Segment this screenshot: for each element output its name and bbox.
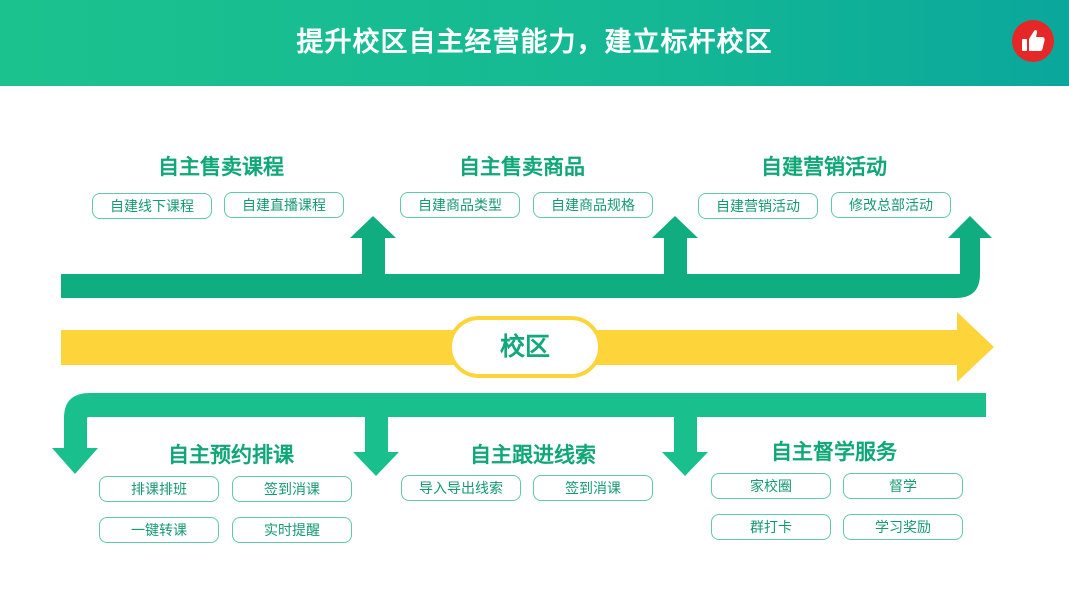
center-campus-label: 校区 <box>448 316 602 378</box>
top-flow-band <box>61 216 992 298</box>
bottom-flow-band <box>52 393 986 474</box>
tag-home-school-circle: 家校圈 <box>711 473 831 499</box>
section-title-sell-goods: 自主售卖商品 <box>459 155 585 179</box>
down-arrow-1 <box>353 417 399 476</box>
tag-study-reward: 学习奖励 <box>843 514 963 540</box>
section-title-sell-courses: 自主售卖课程 <box>158 155 284 179</box>
tag-checkin-2: 签到消课 <box>533 475 653 501</box>
tag-checkin: 签到消课 <box>232 476 352 502</box>
section-title-marketing: 自建营销活动 <box>761 155 887 179</box>
tag-scheduling: 排课排班 <box>99 476 219 502</box>
tag-supervision: 督学 <box>843 473 963 499</box>
tag-goods-type: 自建商品类型 <box>400 192 520 218</box>
tag-modify-hq-activity: 修改总部活动 <box>831 192 951 218</box>
up-arrow-2 <box>652 216 698 274</box>
tag-transfer-course: 一键转课 <box>99 517 219 543</box>
tag-build-marketing: 自建营销活动 <box>698 193 818 219</box>
section-title-scheduling: 自主预约排课 <box>168 443 294 467</box>
up-arrow-1 <box>350 216 396 274</box>
tag-offline-course: 自建线下课程 <box>92 193 212 219</box>
tag-realtime-reminder: 实时提醒 <box>232 517 352 543</box>
page-title: 提升校区自主经营能力，建立标杆校区 <box>296 27 773 58</box>
section-title-supervision: 自主督学服务 <box>771 440 897 464</box>
thumbs-up-icon <box>1012 20 1054 62</box>
tag-goods-spec: 自建商品规格 <box>533 192 653 218</box>
tag-live-course: 自建直播课程 <box>224 192 344 218</box>
section-title-leads: 自主跟进线索 <box>470 443 596 467</box>
header-banner <box>0 0 1069 86</box>
tag-import-export-leads: 导入导出线索 <box>401 475 521 501</box>
tag-group-checkin: 群打卡 <box>711 514 831 540</box>
down-arrow-2 <box>662 417 708 476</box>
